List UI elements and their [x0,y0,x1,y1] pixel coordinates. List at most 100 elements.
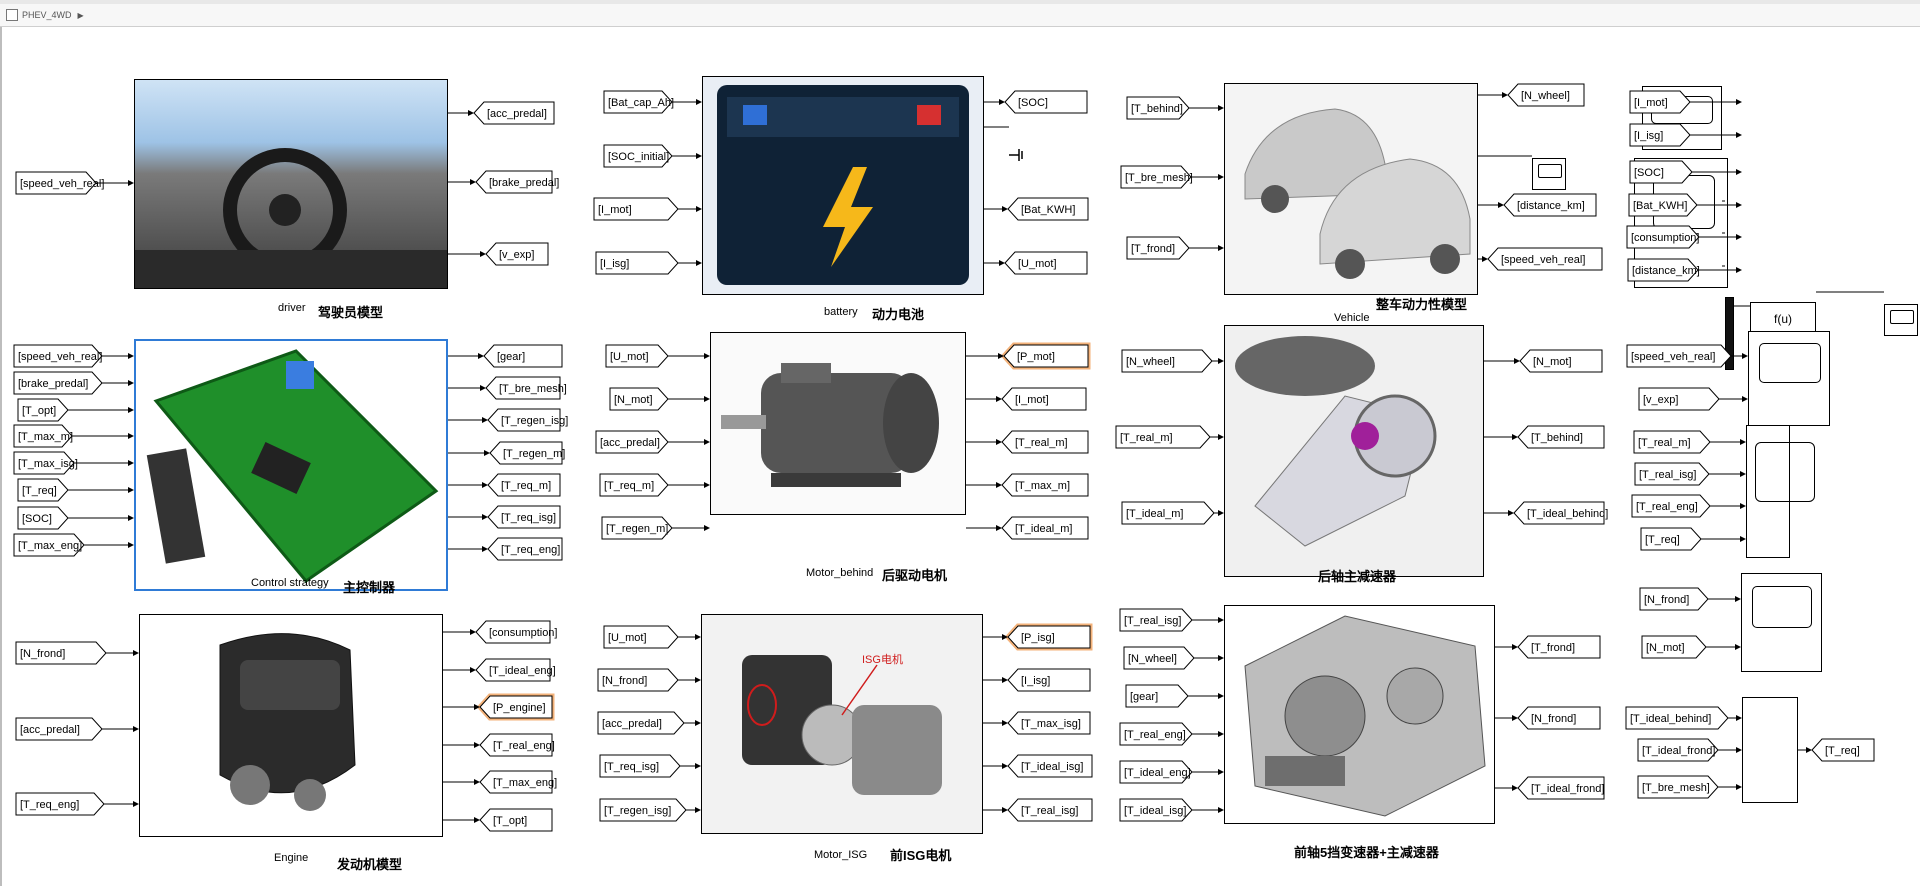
signal-tag-t-bre-mesh[interactable]: [T_bre_mesh] [1120,165,1224,189]
signal-tag-t-opt[interactable]: [T_opt] [17,398,134,422]
signal-tag-bat-kwh[interactable]: [Bat_KWH] [1628,193,1742,217]
signal-tag-t-regen-isg[interactable]: [T_regen_isg] [599,798,701,822]
signal-tag-i-mot[interactable]: [I_mot] [593,197,702,221]
signal-tag-t-real-m[interactable]: [T_real_m] [966,430,1089,454]
signal-tag-t-req-m[interactable]: [T_req_m] [599,473,710,497]
signal-tag-u-mot[interactable]: [U_mot] [603,625,701,649]
signal-tag-t-behind[interactable]: [T_behind] [1484,425,1605,449]
signal-tag-i-isg[interactable]: [I_isg] [595,251,702,275]
motor-behind-block[interactable] [710,332,966,515]
signal-tag-t-ideal-eng[interactable]: [T_ideal_eng] [1119,760,1224,784]
signal-tag-t-ideal-m[interactable]: [T_ideal_m] [1121,501,1224,525]
signal-tag-t-max-m[interactable]: [T_max_m] [966,473,1089,497]
battery-block[interactable] [702,76,984,295]
signal-tag-t-req-eng[interactable]: [T_req_eng] [15,792,139,816]
signal-tag-t-ideal-m[interactable]: [T_ideal_m] [966,516,1089,540]
scope-speed-frond[interactable] [1741,573,1822,672]
signal-tag-t-regen-m[interactable]: [T_regen_m] [601,516,710,540]
signal-tag-i-isg[interactable]: [I_isg] [983,668,1091,692]
terminator-icon[interactable] [1009,148,1023,162]
signal-tag-n-wheel[interactable]: [N_wheel] [1121,349,1224,373]
signal-tag-t-ideal-behind[interactable]: [T_ideal_behind] [1484,501,1608,525]
signal-tag-p-engine[interactable]: [P_engine] [443,693,555,721]
signal-tag-acc-predal[interactable]: [acc_predal] [595,430,710,454]
signal-tag-t-bre-mesh[interactable]: [T_bre_mesh] [1637,775,1742,799]
signal-tag-soc[interactable]: [SOC] [17,506,134,530]
scope-speed[interactable] [1748,331,1830,426]
signal-tag-t-real-eng[interactable]: [T_real_eng] [443,733,555,757]
signal-tag-n-mot[interactable]: [N_mot] [609,387,710,411]
signal-tag-speed-veh-real[interactable]: [speed_veh_real] [1626,344,1748,368]
signal-tag-n-frond[interactable]: [N_frond] [1495,706,1601,730]
signal-tag-consumption[interactable]: [consumption] [1626,225,1742,249]
engine-block[interactable] [139,614,443,837]
driver-block[interactable] [134,79,448,289]
signal-tag-t-req-eng[interactable]: [T_req_eng] [448,537,563,561]
signal-tag-i-mot[interactable]: [I_mot] [966,387,1087,411]
signal-tag-v-exp[interactable]: [v_exp] [1638,387,1748,411]
signal-tag-t-ideal-eng[interactable]: [T_ideal_eng] [443,658,556,682]
signal-tag-t-req[interactable]: [T_req] [17,478,134,502]
signal-tag-speed-veh-real[interactable]: [speed_veh_real] [1478,247,1603,271]
vehicle-block[interactable] [1224,83,1478,295]
breadcrumb-arrow-icon[interactable]: ▶ [77,10,84,20]
signal-tag-bat-cap-ah[interactable]: [Bat_cap_Ah] [603,90,702,114]
signal-tag-acc-predal[interactable]: [acc_predal] [597,711,701,735]
signal-tag-t-frond[interactable]: [T_frond] [1495,635,1601,659]
mux-bar[interactable] [1725,297,1734,370]
signal-tag-t-real-m[interactable]: [T_real_m] [1115,425,1224,449]
signal-tag-t-frond[interactable]: [T_frond] [1126,236,1224,260]
fcn-block[interactable]: f(u) [1750,302,1816,335]
signal-tag-gear[interactable]: [gear] [448,344,563,368]
signal-tag-t-regen-m[interactable]: [T_regen_m] [448,441,565,465]
signal-tag-t-real-isg[interactable]: [T_real_isg] [1119,608,1224,632]
signal-tag-acc-predal[interactable]: [acc_predal] [15,717,139,741]
signal-tag-speed-veh-real[interactable]: [speed_veh_real] [15,171,134,195]
signal-tag-t-ideal-isg[interactable]: [T_ideal_isg] [983,754,1093,778]
signal-tag-t-max-isg[interactable]: [T_max_isg] [983,711,1091,735]
front-transmission-block[interactable] [1224,605,1495,824]
signal-tag-brake-predal[interactable]: [brake_predal] [448,170,559,194]
signal-tag-n-wheel[interactable]: [N_wheel] [1123,646,1224,670]
signal-tag-t-real-isg[interactable]: [T_real_isg] [983,798,1093,822]
signal-tag-soc[interactable]: [SOC] [1629,160,1742,184]
signal-tag-n-wheel[interactable]: [N_wheel] [1478,83,1585,107]
signal-tag-soc[interactable]: [SOC] [984,90,1088,114]
signal-tag-u-mot[interactable]: [U_mot] [605,344,710,368]
signal-tag-speed-veh-real[interactable]: [speed_veh_real] [13,344,134,368]
signal-tag-u-mot[interactable]: [U_mot] [984,251,1088,275]
signal-tag-consumption[interactable]: [consumption] [443,620,557,644]
signal-tag-distance-km[interactable]: [distance_km] [1627,258,1742,282]
signal-tag-n-frond[interactable]: [N_frond] [597,668,701,692]
signal-tag-soc-initial[interactable]: [SOC_initial] [603,144,702,168]
signal-tag-t-ideal-isg[interactable]: [T_ideal_isg] [1119,798,1224,822]
signal-tag-v-exp[interactable]: [v_exp] [448,242,549,266]
model-canvas[interactable]: ISG电机 f(u) driver 驾驶员模型 battery 动力电池 V [0,27,1920,886]
signal-tag-t-max-m[interactable]: [T_max_m] [13,424,134,448]
signal-tag-i-mot[interactable]: [I_mot] [1629,90,1742,114]
scope-fcn-output[interactable] [1884,304,1918,336]
control-strategy-block[interactable] [134,339,448,591]
signal-tag-t-ideal-frond[interactable]: [T_ideal_frond] [1495,776,1605,800]
signal-tag-t-bre-mesh[interactable]: [T_bre_mesh] [448,376,567,400]
signal-tag-p-isg[interactable]: [P_isg] [983,623,1093,651]
signal-tag-i-isg[interactable]: [I_isg] [1629,123,1742,147]
signal-tag-acc-predal[interactable]: [acc_predal] [448,101,555,125]
signal-tag-t-req-m[interactable]: [T_req_m] [448,473,561,497]
signal-tag-t-req-isg[interactable]: [T_req_isg] [599,754,701,778]
signal-tag-n-frond[interactable]: [N_frond] [1639,587,1741,611]
signal-tag-n-mot[interactable]: [N_mot] [1641,635,1741,659]
signal-tag-t-req-isg[interactable]: [T_req_isg] [448,505,561,529]
signal-tag-p-mot[interactable]: [P_mot] [966,342,1091,370]
signal-tag-t-ideal-behind[interactable]: [T_ideal_behind] [1625,706,1742,730]
signal-tag-t-real-isg[interactable]: [T_real_isg] [1634,462,1746,486]
signal-tag-t-ideal-frond[interactable]: [T_ideal_frond] [1637,738,1742,762]
signal-tag-t-max-eng[interactable]: [T_max_eng] [443,770,557,794]
signal-tag-distance-km[interactable]: [distance_km] [1478,193,1597,217]
signal-tag-t-max-isg[interactable]: [T_max_isg] [13,451,134,475]
breadcrumb-model[interactable]: PHEV_4WD [22,10,72,20]
signal-tag-t-behind[interactable]: [T_behind] [1126,96,1224,120]
signal-tag-gear[interactable]: [gear] [1125,684,1224,708]
signal-tag-t-real-eng[interactable]: [T_real_eng] [1631,494,1746,518]
signal-tag-n-frond[interactable]: [N_frond] [15,641,139,665]
